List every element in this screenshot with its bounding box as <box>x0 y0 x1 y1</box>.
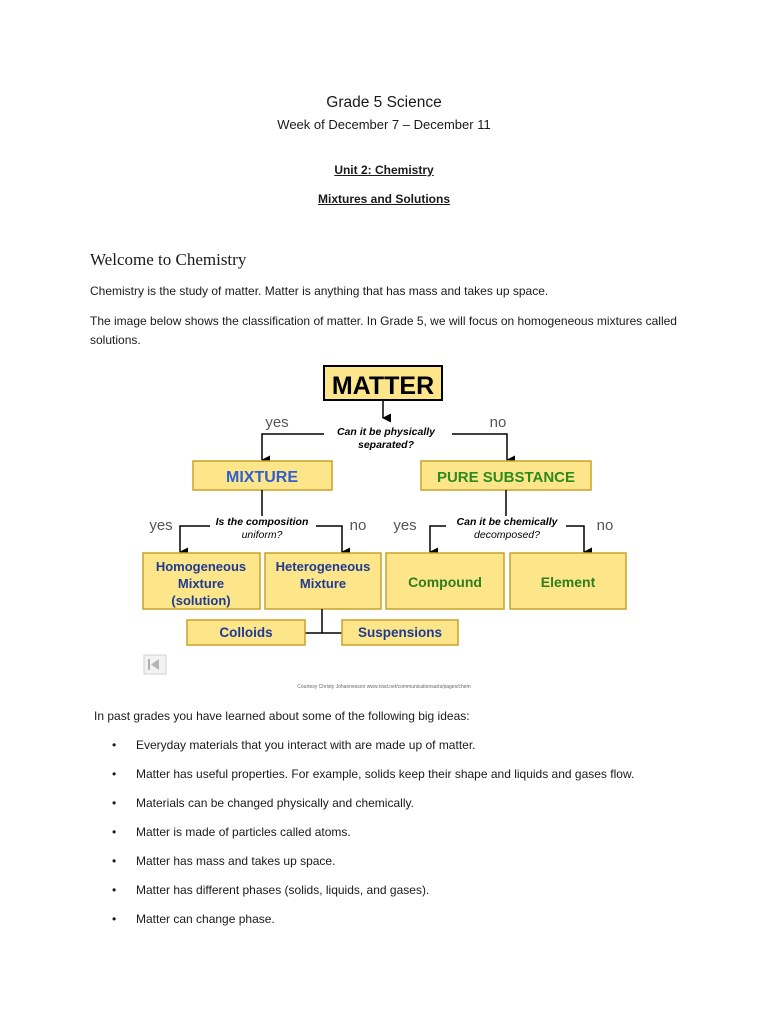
list-item: Everyday materials that you interact wit… <box>136 738 476 752</box>
no-label-2: no <box>350 517 367 534</box>
pure-substance-label: PURE SUBSTANCE <box>437 469 575 486</box>
list-item: Matter can change phase. <box>136 912 275 926</box>
mixture-label: MIXTURE <box>226 469 298 486</box>
list-item: Matter has different phases (solids, liq… <box>136 883 430 897</box>
yes-label-1: yes <box>265 414 288 431</box>
page-subtitle: Week of December 7 – December 11 <box>277 117 491 132</box>
question-uniform-line1: Is the composition <box>216 516 309 528</box>
matter-label: MATTER <box>332 372 434 400</box>
question-chemically-line1: Can it be chemically <box>457 516 559 528</box>
yes-label-3: yes <box>393 517 416 534</box>
suspensions-label: Suspensions <box>358 625 442 640</box>
homogeneous-line2: Mixture <box>178 576 224 591</box>
list-item: Matter has mass and takes up space. <box>136 854 336 868</box>
element-box <box>509 552 627 610</box>
colloids-label: Colloids <box>219 625 272 640</box>
yes-label-2: yes <box>149 517 172 534</box>
section-heading: Welcome to Chemistry <box>90 250 247 269</box>
bullet-dot: • <box>112 738 117 752</box>
bullet-dot: • <box>112 796 117 810</box>
page-title: Grade 5 Science <box>326 94 442 111</box>
heterogeneous-box <box>264 552 382 610</box>
heterogeneous-line2: Mixture <box>300 576 346 591</box>
question-uniform-line2: uniform? <box>242 529 283 541</box>
colloids-box <box>186 619 306 646</box>
question-chemically-line2: decomposed? <box>474 529 540 541</box>
pure-substance-box <box>420 460 592 491</box>
homogeneous-line1: Homogeneous <box>156 559 246 574</box>
list-item: Matter is made of particles called atoms… <box>136 825 351 839</box>
list-item: Materials can be changed physically and … <box>136 796 414 810</box>
compound-box <box>385 552 505 610</box>
no-label-1: no <box>490 414 507 431</box>
compound-label: Compound <box>408 574 482 590</box>
bullet-dot: • <box>112 767 117 781</box>
question-physically-line1: Can it be physically <box>337 426 436 438</box>
no-label-3: no <box>597 517 614 534</box>
suspensions-box <box>341 619 459 646</box>
back-control-icon[interactable] <box>143 654 167 675</box>
classification-paragraph: The image below shows the classification… <box>90 314 677 347</box>
heterogeneous-line1: Heterogeneous <box>276 559 371 574</box>
homogeneous-box <box>142 552 261 610</box>
bullet-dot: • <box>112 825 117 839</box>
unit-heading: Unit 2: Chemistry <box>334 163 434 177</box>
list-item: Matter has useful properties. For exampl… <box>136 767 635 781</box>
bullet-dot: • <box>112 912 117 926</box>
element-label: Element <box>541 574 596 590</box>
intro-paragraph: Chemistry is the study of matter. Matter… <box>90 284 549 298</box>
homogeneous-line3: (solution) <box>171 593 230 608</box>
bullet-dot: • <box>112 883 117 897</box>
question-physically-line2: separated? <box>358 439 415 451</box>
topic-heading: Mixtures and Solutions <box>317 192 450 206</box>
bullet-dot: • <box>112 854 117 868</box>
diagram-credit: Courtesy Christy Johannesson www.nisd.ne… <box>297 684 470 690</box>
big-ideas-intro: In past grades you have learned about so… <box>94 709 470 723</box>
